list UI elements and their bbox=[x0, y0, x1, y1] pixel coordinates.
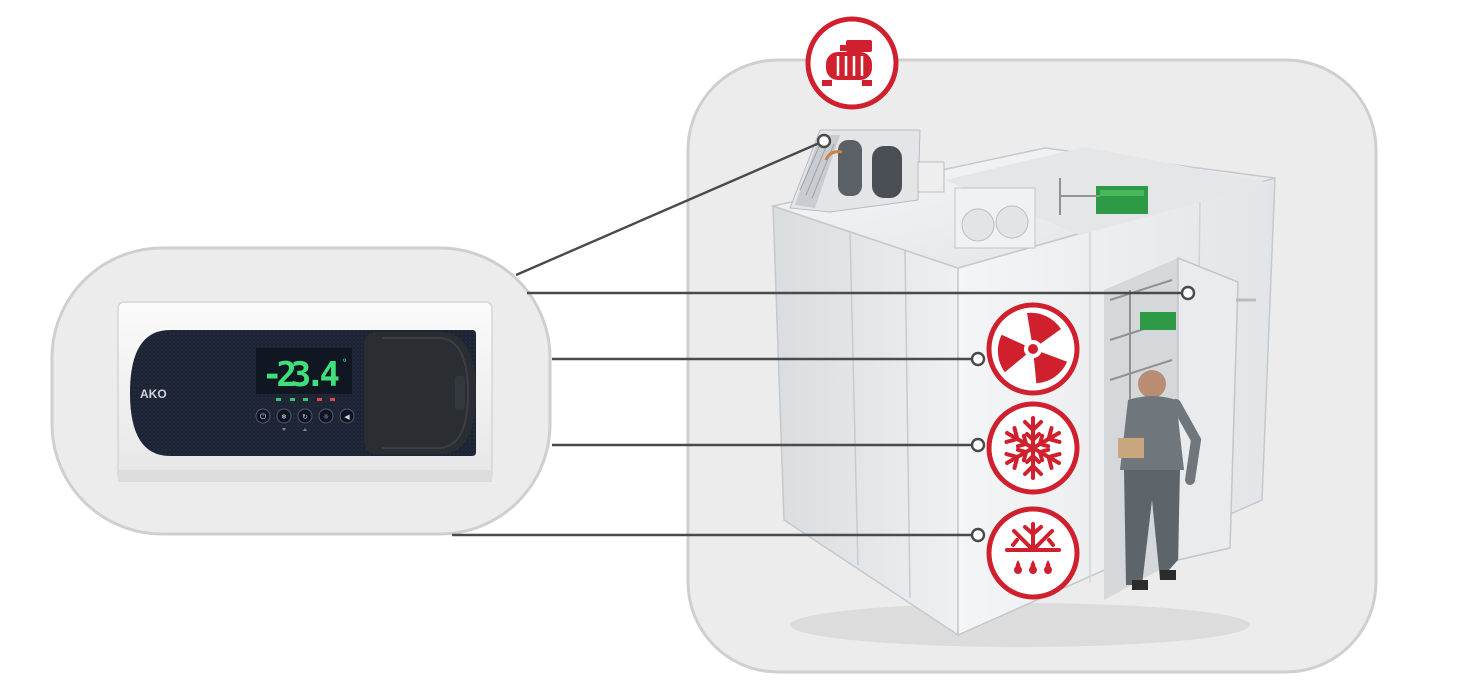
defrost-icon bbox=[986, 506, 1080, 600]
set-button[interactable]: ↻ bbox=[297, 408, 313, 424]
display-unit: ° bbox=[342, 358, 347, 369]
snowflake-icon bbox=[986, 401, 1080, 495]
light-button[interactable]: ☼ bbox=[318, 408, 334, 424]
defrost-cycle-icon: ❄ bbox=[281, 413, 287, 421]
temperature-controller: AKO -23.4 ° ⏻ ❄ ↻ bbox=[117, 301, 493, 482]
controller-buttons: ⏻ ❄ ↻ ☼ ◀ bbox=[255, 408, 355, 431]
endpoint-compressor bbox=[816, 133, 832, 149]
light-icon: ☼ bbox=[323, 413, 329, 421]
endpoint-door bbox=[1180, 285, 1196, 301]
compressor-icon bbox=[805, 16, 899, 110]
condensing-unit bbox=[789, 129, 945, 213]
brand-label: AKO bbox=[140, 387, 167, 401]
defrost-cycle-button[interactable]: ❄ bbox=[276, 408, 292, 424]
sound-icon: ◀ bbox=[344, 413, 350, 421]
temperature-display: -23.4 bbox=[262, 355, 340, 395]
endpoint-cold bbox=[970, 437, 986, 453]
endpoint-fan bbox=[970, 351, 986, 367]
set-icon: ↻ bbox=[302, 413, 308, 421]
power-button[interactable]: ⏻ bbox=[255, 408, 271, 424]
worker-figure bbox=[1118, 370, 1202, 590]
sound-button[interactable]: ◀ bbox=[339, 408, 355, 424]
fan-icon bbox=[986, 302, 1080, 396]
endpoint-defrost bbox=[970, 527, 986, 543]
connector-compressor bbox=[515, 139, 825, 277]
connector-lines bbox=[452, 139, 1183, 537]
connector-endpoints bbox=[816, 133, 1196, 543]
power-icon: ⏻ bbox=[260, 412, 267, 421]
